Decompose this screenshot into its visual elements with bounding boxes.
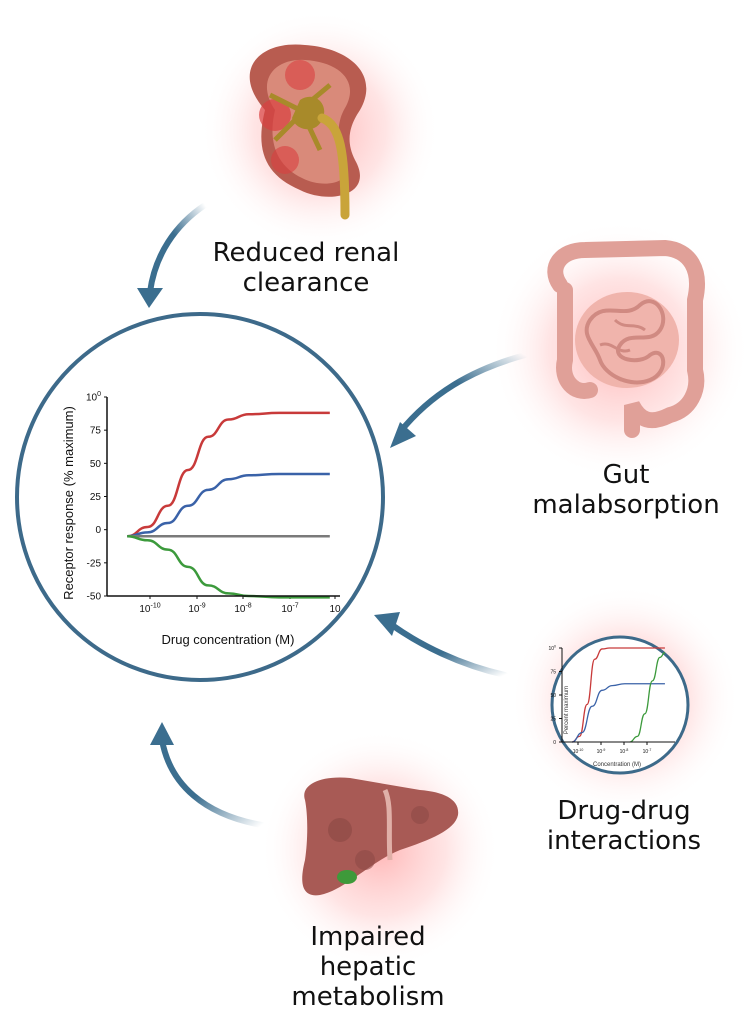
main-y-tick: 75 — [90, 426, 102, 437]
main-y-tick: 0 — [95, 525, 101, 536]
main-y-tick: -25 — [87, 558, 102, 569]
ddi-x-tick: 10-10 — [573, 748, 584, 755]
renal-label: Reduced renal clearance — [186, 238, 426, 298]
renal-arrow — [147, 202, 208, 295]
main-series-line-4 — [127, 535, 330, 599]
main-y-tick: 50 — [90, 459, 102, 470]
ddi-y-tick: 100 — [548, 645, 556, 652]
ddi-x-tick: 10-7 — [643, 748, 652, 755]
main-x-tick: 10-10 — [139, 603, 160, 616]
gut-label-line-1: Gut — [602, 460, 650, 490]
main-x-tick: 10-7 — [281, 603, 298, 616]
ddi-y-tick: 50 — [550, 693, 556, 699]
gut-arrowhead — [390, 422, 416, 448]
renal-label-line-1: Reduced renal — [212, 238, 400, 268]
main-y-tick: 100 — [86, 391, 101, 404]
renal-label-line-2: clearance — [242, 268, 370, 298]
main-series-line-1 — [127, 411, 330, 538]
hepatic-arrowhead — [150, 722, 174, 745]
main-x-tick: 10-9 — [188, 603, 205, 616]
ddi-series-line-2 — [571, 683, 665, 743]
liver-icon — [302, 777, 459, 896]
gut-label-line-2: malabsorption — [532, 490, 720, 520]
main-series-line-2 — [127, 472, 330, 538]
ddi-label-line-1: Drug-drug — [557, 796, 691, 826]
ddi-series-line-1 — [571, 647, 665, 743]
hepatic-label-line-3: metabolism — [291, 982, 445, 1012]
hepatic-arrow — [159, 737, 265, 828]
ddi-label-line-2: interactions — [546, 826, 702, 856]
intestine-icon — [547, 239, 705, 438]
hepatic-label-line-2: hepatic — [319, 952, 417, 982]
main-y-axis-label: Receptor response (% maximum) — [61, 406, 76, 600]
ddi-y-tick: 25 — [550, 716, 556, 722]
ddi-chart: Percent maximum Concentration (M) 100 75 5… — [548, 645, 675, 768]
main-y-tick: -50 — [87, 592, 102, 603]
main-x-axis-label: Drug concentration (M) — [162, 632, 295, 647]
ddi-y-axis-label: Percent maximum — [564, 686, 570, 734]
ddi-arrowhead — [374, 612, 400, 636]
renal-arrowhead — [137, 288, 163, 308]
gut-label: Gut malabsorption — [518, 460, 734, 520]
kidney-icon — [249, 44, 367, 220]
main-chart: Receptor response (% maximum) Drug conce… — [61, 391, 341, 647]
ddi-y-tick: 0 — [553, 740, 556, 746]
main-y-tick: 25 — [90, 492, 102, 503]
main-x-tick: 10-8 — [234, 603, 251, 616]
hepatic-label-line-1: Impaired — [310, 922, 426, 952]
ddi-label: Drug-drug interactions — [512, 796, 736, 856]
hepatic-label: Impaired hepatic metabolism — [268, 922, 468, 1012]
gut-arrow — [397, 352, 528, 435]
ddi-y-tick: 75 — [550, 669, 556, 675]
ddi-arrow — [389, 622, 508, 678]
ddi-x-tick: 10-9 — [597, 748, 606, 755]
ddi-series-line-3 — [629, 652, 666, 743]
ddi-chart-ring — [550, 635, 690, 775]
main-x-tick: 10 — [329, 604, 341, 615]
ddi-x-axis-label: Concentration (M) — [593, 762, 641, 768]
ddi-x-tick: 10-8 — [620, 748, 629, 755]
